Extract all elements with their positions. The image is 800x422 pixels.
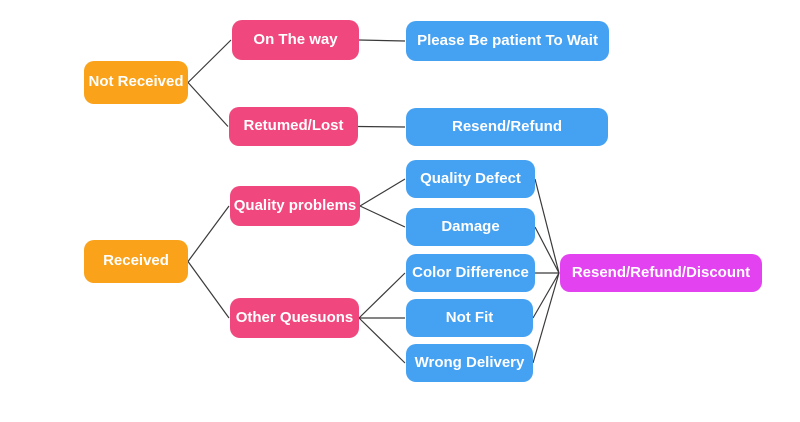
edge-quality-problems-to-quality-defect <box>359 178 406 207</box>
edge-other-questions-to-color-difference <box>358 272 406 319</box>
edge-quality-defect-to-resend-refund-discount <box>534 178 560 274</box>
node-label: Not Fit <box>445 308 494 326</box>
edge-quality-problems-to-damage <box>359 205 406 228</box>
edge-on-the-way-to-please-wait <box>358 39 406 42</box>
node-label: Color Difference <box>412 263 529 281</box>
node-label: Damage <box>441 217 500 235</box>
node-label: Resend/Refund <box>451 117 562 135</box>
node-resend-refund-discount: Resend/Refund/Discount <box>560 254 762 292</box>
node-label: Wrong Delivery <box>414 353 525 371</box>
node-wrong-delivery: Wrong Delivery <box>406 344 533 382</box>
node-on-the-way: On The way <box>232 20 359 60</box>
node-not-fit: Not Fit <box>406 299 533 337</box>
node-label: Not Received <box>88 73 184 91</box>
edge-not-fit-to-resend-refund-discount <box>532 272 560 319</box>
edge-not-received-to-returned-lost <box>187 82 229 127</box>
node-label: Retumed/Lost <box>243 117 344 135</box>
edge-returned-lost-to-resend-refund <box>357 125 406 128</box>
node-label: On The way <box>253 30 338 48</box>
node-resend-refund: Resend/Refund <box>406 108 608 146</box>
edge-wrong-delivery-to-resend-refund-discount <box>532 272 560 364</box>
node-color-difference: Color Difference <box>406 254 535 292</box>
node-quality-problems: Quality problems <box>230 186 360 226</box>
node-label: Other Quesuons <box>235 308 354 326</box>
node-other-questions: Other Quesuons <box>230 298 359 338</box>
node-label: Resend/Refund/Discount <box>571 263 751 281</box>
node-please-wait: Please Be patient To Wait <box>406 21 609 61</box>
node-label: Quality Defect <box>420 169 521 187</box>
edge-other-questions-to-wrong-delivery <box>358 317 406 364</box>
edge-received-to-other-questions <box>187 261 230 319</box>
node-label: Received <box>103 252 169 270</box>
node-received: Received <box>84 240 188 283</box>
node-label: Quality problems <box>233 196 357 214</box>
node-damage: Damage <box>406 208 535 246</box>
node-quality-defect: Quality Defect <box>406 160 535 198</box>
node-returned-lost: Retumed/Lost <box>229 107 358 146</box>
edge-damage-to-resend-refund-discount <box>534 226 560 274</box>
edge-received-to-quality-problems <box>187 205 230 262</box>
edge-not-received-to-on-the-way <box>187 39 232 83</box>
node-label: Please Be patient To Wait <box>417 31 598 49</box>
node-not-received: Not Received <box>84 61 188 104</box>
